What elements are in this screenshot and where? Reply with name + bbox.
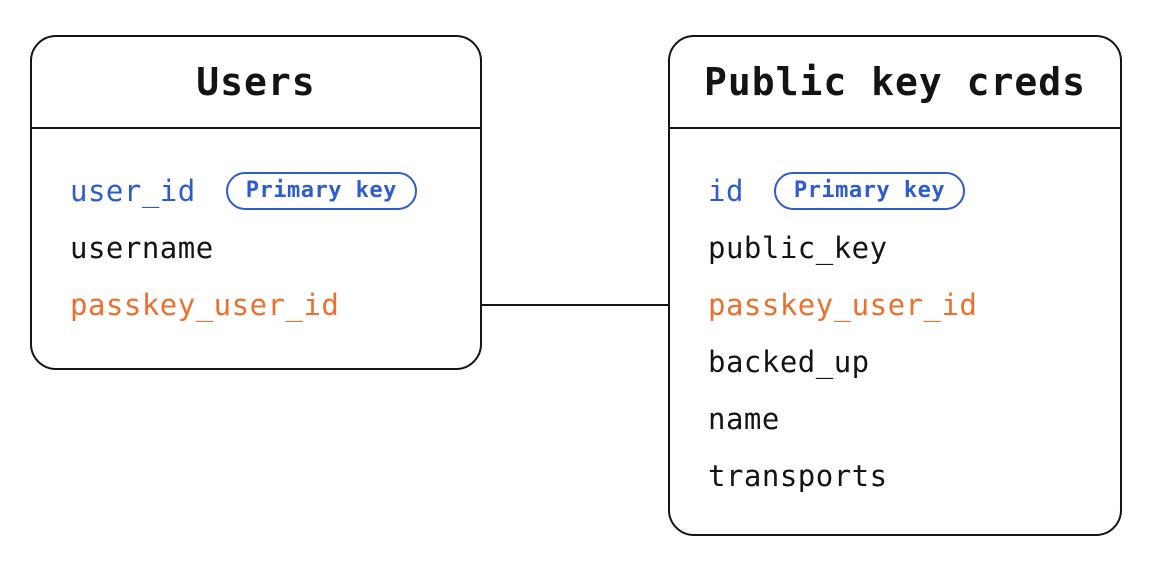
field-id: id (708, 173, 744, 208)
field-backed-up: backed_up (708, 344, 870, 379)
entity-users: Users user_id Primary key username passk… (30, 35, 482, 370)
field-row: public_key (708, 219, 1082, 276)
entity-users-title: Users (32, 37, 480, 129)
field-username: username (70, 230, 214, 265)
field-row: transports (708, 447, 1082, 504)
field-passkey-user-id: passkey_user_id (70, 287, 340, 322)
field-name: name (708, 401, 780, 436)
entity-public-key-creds: Public key creds id Primary key public_k… (668, 35, 1122, 536)
primary-key-badge: Primary key (773, 171, 966, 210)
field-row: passkey_user_id (70, 276, 442, 333)
field-transports: transports (708, 458, 888, 493)
field-row: passkey_user_id (708, 276, 1082, 333)
field-row: name (708, 390, 1082, 447)
field-passkey-user-id: passkey_user_id (708, 287, 978, 322)
entity-public-key-creds-title: Public key creds (670, 37, 1120, 129)
field-row: id Primary key (708, 162, 1082, 219)
field-user-id: user_id (70, 173, 196, 208)
field-public-key: public_key (708, 230, 888, 265)
relationship-line (480, 304, 670, 306)
entity-public-key-creds-fields: id Primary key public_key passkey_user_i… (670, 129, 1120, 504)
field-row: backed_up (708, 333, 1082, 390)
field-row: user_id Primary key (70, 162, 442, 219)
field-row: username (70, 219, 442, 276)
entity-users-fields: user_id Primary key username passkey_use… (32, 129, 480, 333)
primary-key-badge: Primary key (225, 171, 417, 210)
